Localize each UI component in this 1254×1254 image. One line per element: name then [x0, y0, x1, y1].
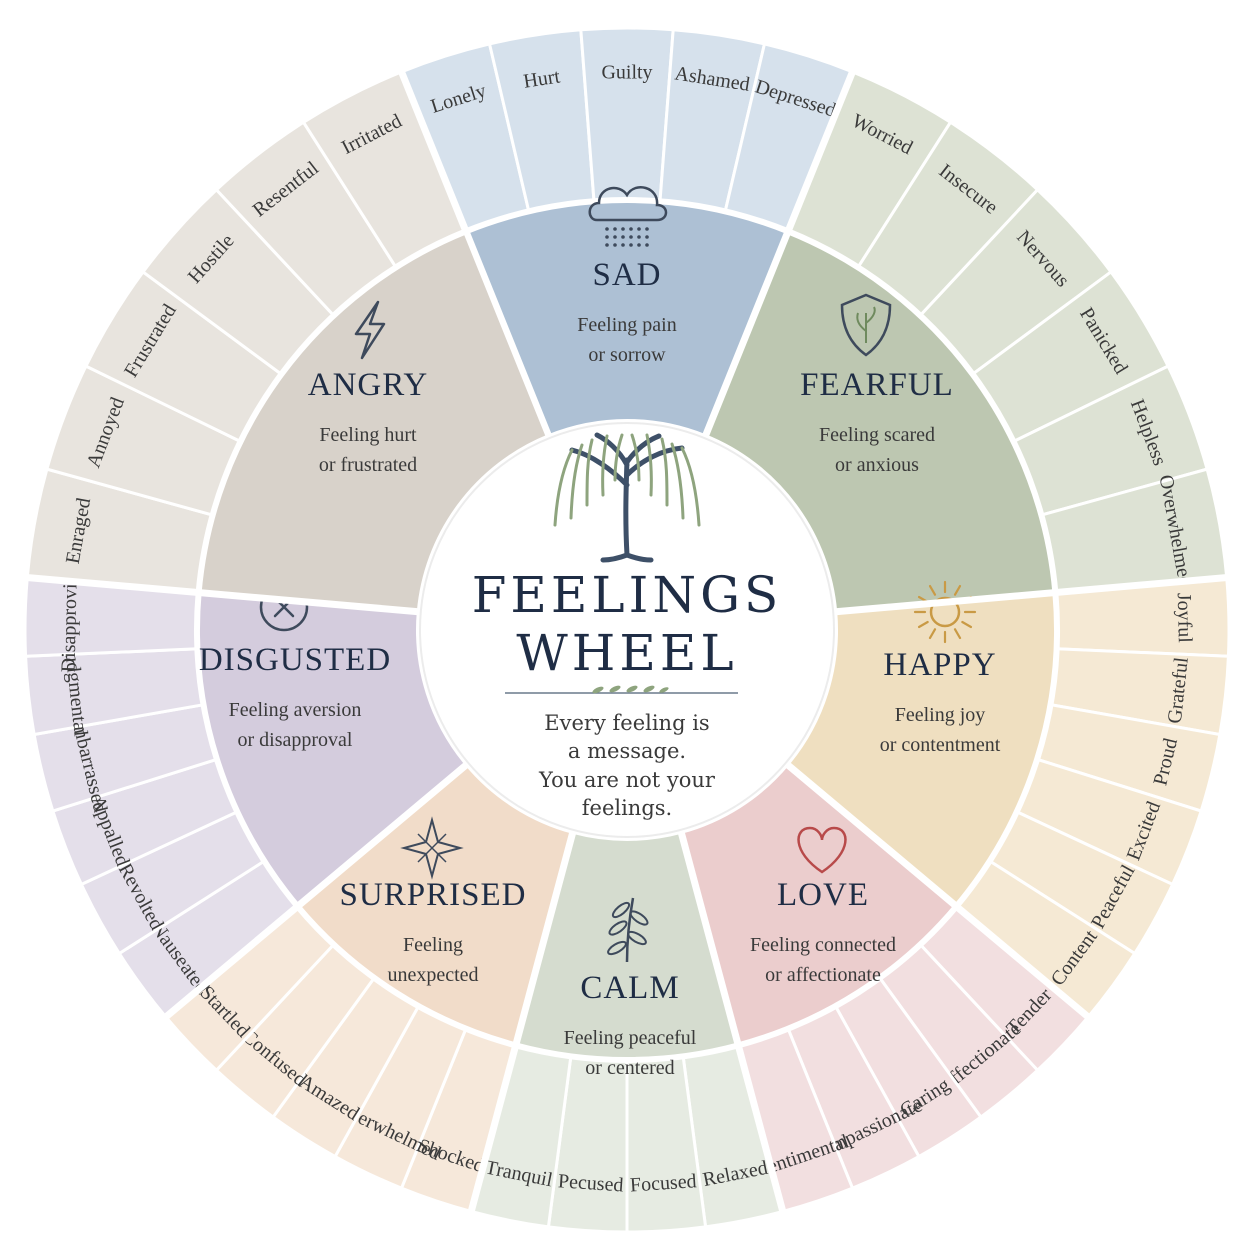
happy-desc-line: Feeling joy	[895, 704, 986, 726]
word-cell-fearful[interactable]: Overwhelmed	[1039, 467, 1229, 595]
word-label: Pecused	[557, 1170, 624, 1196]
tagline-line-3: You are not your	[538, 768, 716, 792]
disgusted-desc-line: Feeling aversion	[229, 699, 362, 721]
word-label: Joyful	[1173, 593, 1196, 644]
sector-separator	[677, 830, 787, 1215]
word-cell-disgusted[interactable]: Judgmental	[24, 643, 206, 738]
angry-desc-line: Feeling hurt	[319, 424, 417, 446]
word-cell-happy[interactable]: Grateful	[1048, 647, 1230, 737]
tagline-line-1: Every feeling is	[544, 711, 709, 735]
fearful-desc-line: Feeling scared	[819, 424, 935, 446]
word-cell-sad[interactable]: Depressed	[723, 42, 855, 234]
word-cell-calm[interactable]: Tranquil	[469, 1043, 573, 1229]
sector-disgusted[interactable]: DISGUSTED Feeling aversion or disapproval	[194, 582, 472, 911]
center-disc	[419, 422, 835, 838]
fearful-title: FEARFUL	[800, 367, 954, 403]
sad-desc-line: or sorrow	[588, 344, 666, 366]
angry-title: ANGRY	[308, 367, 429, 403]
leaf-sprig-icon	[607, 897, 649, 963]
rain-cloud-icon	[588, 186, 668, 247]
vine-divider-icon	[592, 685, 669, 694]
disgusted-title: DISGUSTED	[199, 642, 391, 678]
word-label: Guilty	[601, 62, 652, 84]
word-cell-love[interactable]: Affectionate	[877, 942, 1040, 1120]
sector-calm[interactable]: CALM Feeling peaceful or centered	[512, 827, 742, 1079]
love-title: LOVE	[777, 877, 869, 913]
fearful-desc-line: or anxious	[835, 454, 919, 476]
word-cell-surprised[interactable]: Startled	[163, 904, 336, 1073]
calm-desc-line: Feeling peaceful	[564, 1027, 697, 1049]
angry-desc-line: or frustrated	[319, 454, 417, 476]
word-cell-sad[interactable]: Ashamed	[658, 28, 767, 214]
lightning-bolt-icon	[354, 300, 386, 360]
surprised-title: SURPRISED	[340, 877, 527, 913]
center-title-line-2: WHEEL	[516, 624, 737, 682]
center-hub: FEELINGS WHEEL Every feeling is a messag…	[419, 422, 835, 838]
sad-title: SAD	[592, 257, 661, 293]
sector-separator	[701, 68, 857, 439]
word-cell-sad[interactable]: Guilty	[579, 26, 675, 203]
word-cell-happy[interactable]: Joyful	[1053, 575, 1231, 658]
tagline-line-4: feelings.	[582, 796, 672, 820]
word-cell-sad[interactable]: Hurt	[487, 28, 596, 214]
center-title-line-1: FEELINGS	[472, 566, 783, 624]
surprised-desc-line: Feeling	[403, 934, 463, 956]
sector-separator	[467, 830, 577, 1215]
sector-sad[interactable]: SAD Feeling pain or sorrow	[462, 186, 792, 442]
willow-tree-icon	[553, 432, 701, 563]
love-desc-line: or affectionate	[765, 964, 881, 986]
love-desc-line: Feeling connected	[750, 934, 896, 956]
happy-title: HAPPY	[883, 647, 996, 683]
calm-title: CALM	[580, 970, 679, 1006]
surprised-desc-line: unexpected	[387, 964, 478, 986]
sector-separator	[24, 573, 421, 616]
sad-desc-line: Feeling pain	[577, 314, 676, 336]
disgusted-desc-line: or disapproval	[238, 729, 353, 751]
happy-desc-line: or contentment	[880, 734, 1001, 756]
heart-icon	[797, 826, 847, 874]
shield-leaf-icon	[840, 293, 892, 357]
tagline-line-2: a message.	[568, 739, 686, 763]
sector-fearful[interactable]: FEARFUL Feeling scared or anxious	[701, 227, 1059, 616]
sparkle-star-icon	[400, 816, 464, 880]
word-label: Focused	[629, 1170, 697, 1196]
sector-separator	[784, 761, 1092, 1021]
calm-desc-line: or centered	[585, 1057, 674, 1079]
word-cell-angry[interactable]: Resentful	[214, 120, 399, 318]
sector-surprised[interactable]: SURPRISED Feeling unexpected	[293, 759, 577, 1050]
sector-separator	[162, 761, 470, 1021]
sector-separator	[833, 573, 1230, 616]
